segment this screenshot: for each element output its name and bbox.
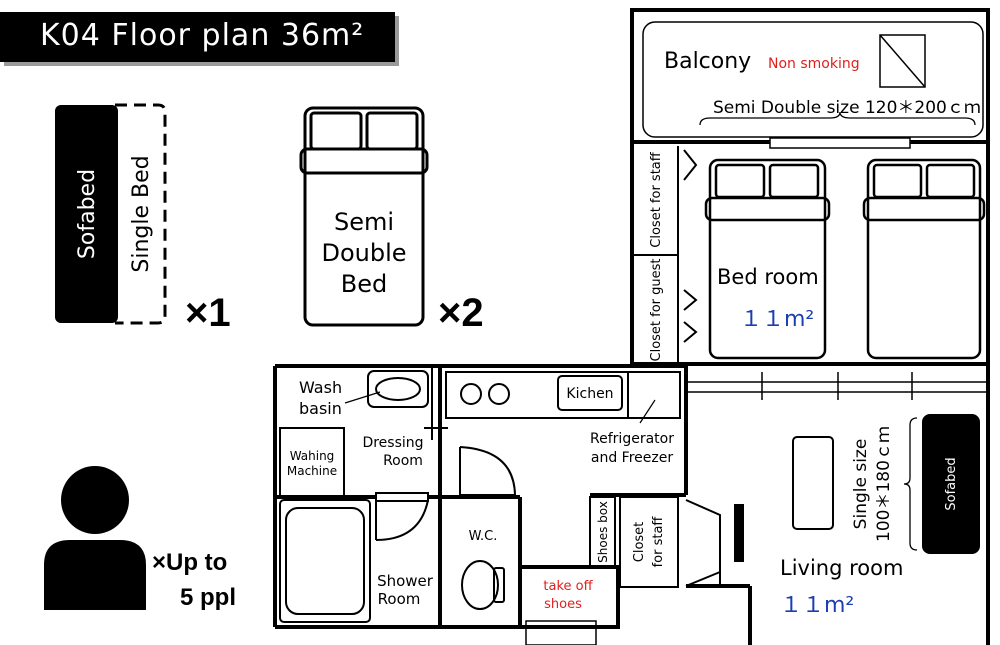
person-icon: [44, 466, 146, 610]
page-title: K04 Floor plan 36m²: [40, 18, 365, 53]
dressing-room-label-1: Dressing: [362, 435, 423, 451]
living-room-area: １１m²: [780, 593, 854, 618]
entrance-area: [518, 565, 620, 629]
dressing-room-label-2: Room: [383, 453, 423, 469]
semi-double-label-2: Double: [321, 239, 406, 267]
closet-staff-bottom-label-2: for staff: [651, 516, 666, 568]
capacity-label-2: 5 ppl: [180, 584, 236, 611]
wc-label: W.C.: [469, 529, 498, 544]
balcony: [630, 8, 990, 144]
bedroom-label: Bed room: [717, 265, 819, 289]
wash-basin: [344, 366, 448, 440]
semi-double-bed-icon: [299, 106, 429, 327]
closet-staff-top-label: Closet for staff: [649, 151, 664, 247]
take-off-shoes-label-1: take off: [543, 579, 593, 594]
shoes-box-label: Shoes box: [596, 501, 610, 563]
refrigerator-label-2: and Freezer: [591, 450, 673, 466]
single-size-label-1: Single size: [851, 439, 871, 530]
closet-guest-label: Closet for guest: [649, 258, 664, 361]
toilet-icon: [461, 560, 505, 610]
semi-double-label-3: Bed: [341, 270, 387, 298]
non-smoking-label: Non smoking: [768, 56, 860, 72]
living-table: [792, 436, 834, 530]
bedroom-closets: [632, 146, 698, 362]
washing-machine-label-2: Machine: [287, 464, 337, 478]
shower-room-label-2: Room: [378, 590, 421, 608]
living-room-label: Living room: [780, 556, 903, 580]
sofabed-legend-label: Sofabed: [75, 169, 100, 259]
living-sofabed: [922, 414, 980, 554]
shower-door: [375, 492, 429, 541]
balcony-window: [769, 137, 911, 149]
kitchen-counter: [445, 371, 681, 424]
entrance-step: [525, 620, 597, 645]
entrance-door: [685, 499, 721, 587]
living-sofabed-label: Sofabed: [944, 457, 959, 510]
washing-machine-label-1: Wahing: [290, 449, 335, 463]
bedroom-area: １１m²: [740, 307, 814, 332]
single-size-label-2: 100＊180ｃｍ: [874, 426, 894, 542]
semi-double-quantity: ×2: [438, 291, 484, 335]
semi-double-label-1: Semi: [334, 208, 394, 236]
semi-double-size-brace: [699, 111, 976, 126]
sliding-partition: [686, 372, 988, 400]
bedroom-bed-2: [862, 158, 986, 360]
sofabed-quantity: ×1: [185, 291, 231, 335]
living-wall-panel: [734, 504, 744, 562]
refrigerator-label-1: Refrigerator: [590, 431, 674, 447]
bathtub: [279, 499, 371, 623]
take-off-shoes-label-2: shoes: [544, 597, 582, 612]
sofabed-legend-icon: [55, 103, 167, 325]
wc-door: [459, 446, 516, 496]
semi-double-size-label: Semi Double size 120＊200ｃｍ: [713, 98, 981, 118]
wash-basin-label-1: Wash: [299, 378, 342, 397]
single-size-brace: [903, 417, 918, 551]
wash-basin-label-2: basin: [299, 399, 342, 418]
bedroom-bed-1: [704, 158, 831, 360]
balcony-label: Balcony: [664, 49, 751, 74]
title-banner: K04 Floor plan 36m²: [0, 12, 395, 62]
single-bed-legend-label: Single Bed: [129, 155, 154, 272]
shower-room-label-1: Shower: [377, 572, 434, 590]
capacity-label-1: ×Up to: [152, 549, 227, 576]
washing-machine: [279, 427, 345, 497]
closet-staff-bottom-label-1: Closet: [632, 522, 647, 563]
kitchen-label: Kichen: [566, 386, 613, 402]
